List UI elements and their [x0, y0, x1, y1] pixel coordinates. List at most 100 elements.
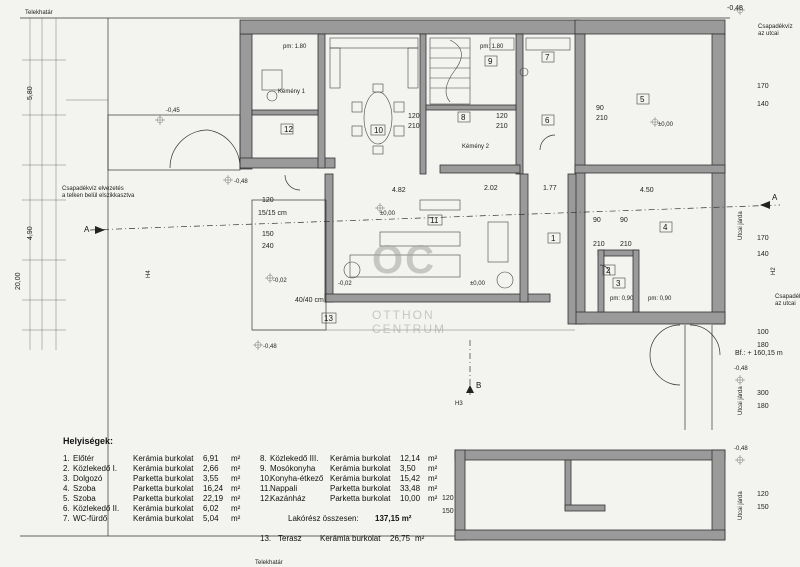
dim-170-top: 170: [757, 83, 769, 90]
legend-name: Közlekedő III.: [270, 454, 319, 463]
chimney-1-label: Kémény 1: [278, 89, 306, 95]
dim-120-hall: 120: [496, 113, 508, 120]
legend-name: Nappali: [270, 484, 298, 493]
legend-n: 4.: [63, 484, 70, 493]
room-number-4: 4: [663, 223, 668, 232]
living-furniture: [343, 199, 514, 289]
room-numbers: 12 10 8 9 7 6 5 11 1 4 2 3 13: [280, 51, 673, 324]
level-m048-a: -0,48: [234, 179, 248, 185]
legend-terrace-num: 13.: [260, 534, 272, 543]
watermark-line1: OTTHON: [372, 308, 435, 322]
legend-mat: Kerámia burkolat: [133, 514, 194, 523]
legend-name: WC-fürdő: [73, 514, 108, 523]
legend-title: Helyiségek:: [63, 436, 114, 446]
dim-210-b: 210: [620, 241, 632, 248]
legend-mat: Parketta burkolat: [330, 494, 391, 503]
legend-n: 5.: [63, 494, 70, 503]
legend-total-value: 137,15 m²: [375, 514, 412, 523]
legend-n: 12.: [260, 494, 272, 503]
legend-unit: m²: [231, 464, 241, 473]
section-a-left: A: [84, 225, 90, 234]
dim-202: 2.02: [484, 185, 498, 192]
dim-240-a: 240: [262, 243, 274, 250]
room-number-5: 5: [640, 95, 645, 104]
level-m048-c: -0,48: [734, 366, 748, 372]
legend-area: 6,02: [203, 504, 219, 513]
utcai-jarda-1: Utcai járda: [738, 211, 744, 240]
legend-area: 3,50: [400, 464, 416, 473]
h3-label: H3: [455, 401, 463, 407]
pm-180-label-2: pm: 1.80: [480, 44, 504, 50]
dining-table: [351, 83, 405, 155]
legend-name: Szoba: [73, 494, 96, 503]
section-a-right: A: [772, 193, 778, 202]
level-m048-b: -0,48: [263, 344, 277, 350]
chimney-2-label: Kémény 2: [462, 144, 490, 150]
legend-terrace-mat: Kerámia burkolat: [320, 534, 381, 543]
legend-n: 9.: [260, 464, 267, 473]
street-label-bottom: Telekhatár: [255, 560, 283, 566]
legend-n: 3.: [63, 474, 70, 483]
level-markers: [155, 5, 745, 465]
level-m045: -0,45: [166, 108, 180, 114]
legend-unit: m²: [428, 464, 438, 473]
dim-482: 4.82: [392, 187, 406, 194]
dim-210-a: 210: [593, 241, 605, 248]
legend-name: Közlekedő II.: [73, 504, 120, 513]
section-b: B: [476, 381, 481, 390]
legend-row: 11.Nappali Parketta burkolat 33,48 m²: [252, 484, 452, 494]
h4-label: H4: [146, 270, 152, 278]
legend-unit: m²: [428, 484, 438, 493]
level-m002-a: -0,02: [273, 278, 287, 284]
legend-area: 22,19: [203, 494, 224, 503]
level-000-room5: ±0,00: [658, 122, 674, 128]
legend-n: 7.: [63, 514, 70, 523]
legend-name: Kazánház: [270, 494, 306, 503]
legend-area: 10,00: [400, 494, 421, 503]
rain-drain-label-2: Csapadék: [775, 294, 800, 300]
dim-2000: 20,00: [15, 272, 22, 290]
legend-name: Előtér: [73, 454, 94, 463]
legend-mat: Parketta burkolat: [330, 484, 391, 493]
dim-210-kitchen: 210: [408, 123, 420, 130]
legend-n: 11.: [260, 484, 271, 493]
legend-terrace-name: Terasz: [278, 534, 302, 543]
dim-180-a: 180: [757, 342, 769, 349]
dim-140-top: 140: [757, 101, 769, 108]
legend-n: 8.: [260, 454, 267, 463]
dim-150-a: 150: [262, 231, 274, 238]
room-number-6: 6: [545, 116, 550, 125]
rain-drain-label-1: Csapadékvíz: [758, 24, 793, 30]
pm-090-label: pm: 0,90: [610, 296, 634, 302]
legend-area: 6,91: [203, 454, 219, 463]
room-number-13: 13: [324, 314, 333, 323]
dim-180-b: 180: [757, 403, 769, 410]
legend-area: 33,48: [400, 484, 421, 493]
legend-mat: Kerámia burkolat: [330, 474, 391, 483]
legend-area: 15,42: [400, 474, 421, 483]
dim-150-left: 150: [442, 508, 454, 515]
legend-name: Közlekedő I.: [73, 464, 118, 473]
legend-unit: m²: [231, 514, 241, 523]
level-m002-b: -0,02: [338, 281, 352, 287]
dim-120-left: 120: [442, 495, 454, 502]
legend-total-row: Lakórész összesen: 137,15 m²: [260, 514, 460, 524]
dim-100: 100: [757, 329, 769, 336]
legend-mat: Kerámia burkolat: [133, 504, 194, 513]
rain-note-1: Csapadékvíz elvezetés: [62, 186, 124, 192]
level-top-right: -0,48: [727, 5, 743, 12]
utcai-jarda-2: Utcai járda: [738, 386, 744, 415]
legend-mat: Kerámia burkolat: [133, 464, 194, 473]
legend-unit: m²: [231, 504, 241, 513]
dim-90-a: 90: [593, 217, 601, 224]
dim-210-c: 210: [596, 115, 608, 122]
watermark-logo: OC: [372, 238, 436, 282]
level-m048-d: -0,48: [734, 446, 748, 452]
